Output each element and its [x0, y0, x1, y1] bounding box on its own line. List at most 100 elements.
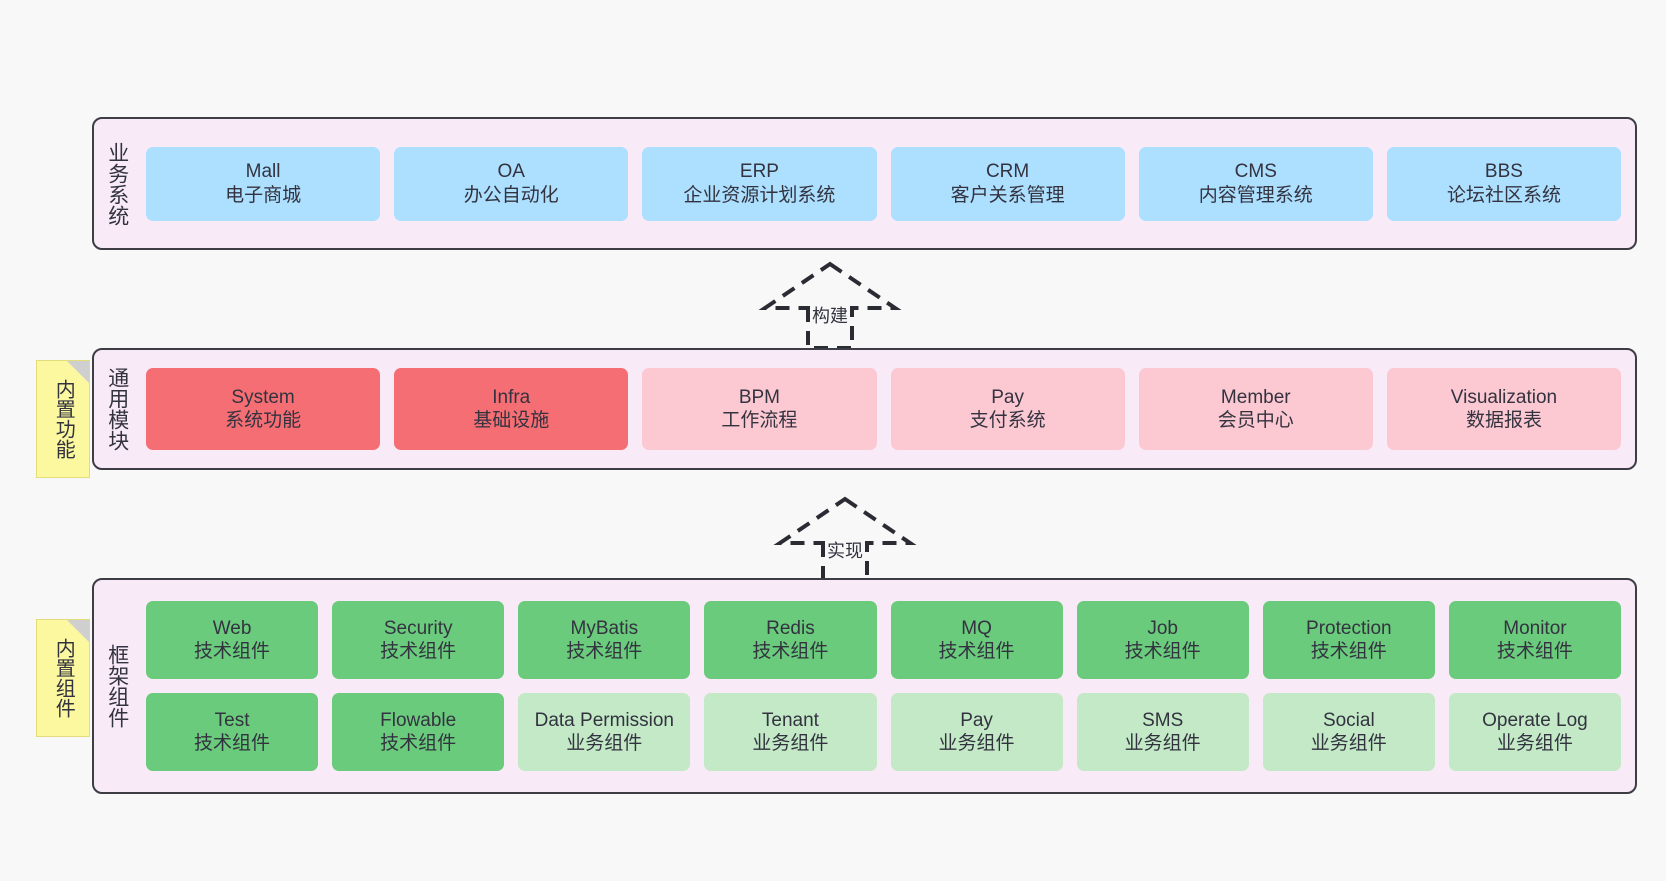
card-title: CRM — [985, 161, 1030, 183]
arrow-build: 构建 — [755, 258, 905, 350]
card-subtitle: 业务组件 — [1310, 733, 1387, 754]
card-subtitle: 电子商城 — [225, 184, 302, 206]
card-social[interactable]: Social 业务组件 — [1262, 693, 1435, 771]
card-oa[interactable]: OA 办公自动化 — [394, 146, 629, 221]
note-builtin-components: 内置组件 — [36, 619, 90, 737]
card-bpm[interactable]: BPM 工作流程 — [642, 368, 877, 450]
card-subtitle: 技术组件 — [380, 641, 457, 662]
card-title: Job — [1147, 617, 1178, 639]
card-title: Operate Log — [1482, 709, 1588, 731]
card-subtitle: 数据报表 — [1465, 410, 1542, 431]
card-title: Tenant — [761, 709, 819, 731]
card-title: Redis — [766, 617, 815, 639]
card-title: Pay — [991, 386, 1024, 408]
card-visualization[interactable]: Visualization 数据报表 — [1386, 368, 1622, 450]
card-title: MQ — [961, 617, 992, 639]
note-fold-icon — [67, 620, 89, 642]
note-label: 内置组件 — [52, 638, 75, 718]
card-subtitle: 企业资源计划系统 — [683, 184, 836, 206]
card-title: Member — [1220, 386, 1291, 408]
layer-body-framework-component: Web 技术组件 Security 技术组件 MyBatis 技术组件 Redi… — [140, 580, 1635, 792]
card-pay-business[interactable]: Pay 业务组件 — [890, 693, 1063, 771]
card-pay[interactable]: Pay 支付系统 — [890, 368, 1125, 450]
card-subtitle: 业务组件 — [938, 733, 1015, 754]
card-title: System — [231, 386, 295, 408]
card-subtitle: 工作流程 — [721, 410, 798, 431]
layer-title-common-module: 通用模块 — [105, 367, 129, 451]
card-redis[interactable]: Redis 技术组件 — [704, 601, 877, 679]
card-subtitle: 技术组件 — [566, 641, 643, 662]
layer-body-business-system: Mall 电子商城 OA 办公自动化 ERP 企业资源计划系统 CRM 客户关系… — [140, 119, 1635, 248]
card-subtitle: 业务组件 — [566, 733, 643, 754]
card-title: Test — [214, 709, 250, 731]
arrow-build-label: 构建 — [810, 302, 850, 328]
card-crm[interactable]: CRM 客户关系管理 — [890, 146, 1125, 221]
card-title: Visualization — [1450, 386, 1558, 408]
card-title: Flowable — [380, 709, 457, 731]
card-subtitle: 支付系统 — [969, 410, 1046, 431]
card-infra[interactable]: Infra 基础设施 — [394, 368, 629, 450]
card-test[interactable]: Test 技术组件 — [146, 693, 319, 771]
card-subtitle: 客户关系管理 — [950, 184, 1065, 206]
note-label: 内置功能 — [52, 379, 75, 459]
card-title: ERP — [739, 161, 779, 183]
layer-title-business-system: 业务系统 — [105, 141, 129, 226]
card-title: Data Permission — [534, 709, 674, 731]
layer-business-system: 业务系统 Mall 电子商城 OA 办公自动化 ERP 企业资源计划系统 CRM… — [92, 117, 1637, 250]
layer-framework-component: 框架组件 Web 技术组件 Security 技术组件 MyBatis 技术组件… — [92, 578, 1637, 794]
card-job[interactable]: Job 技术组件 — [1076, 601, 1249, 679]
card-mq[interactable]: MQ 技术组件 — [890, 601, 1063, 679]
card-title: Infra — [492, 386, 531, 408]
card-title: CMS — [1234, 161, 1277, 183]
card-title: Monitor — [1503, 617, 1567, 639]
card-subtitle: 技术组件 — [752, 641, 829, 662]
card-title: MyBatis — [570, 617, 639, 639]
card-subtitle: 内容管理系统 — [1198, 184, 1313, 206]
note-fold-icon — [67, 361, 89, 383]
card-tenant[interactable]: Tenant 业务组件 — [704, 693, 877, 771]
layer-body-common-module: System 系统功能 Infra 基础设施 BPM 工作流程 Pay 支付系统… — [140, 350, 1635, 468]
card-subtitle: 技术组件 — [194, 733, 271, 754]
card-title: BBS — [1484, 161, 1523, 183]
card-mall[interactable]: Mall 电子商城 — [146, 146, 381, 221]
card-subtitle: 技术组件 — [938, 641, 1015, 662]
card-protection[interactable]: Protection 技术组件 — [1262, 601, 1435, 679]
arrow-implement: 实现 — [770, 493, 920, 585]
card-subtitle: 业务组件 — [1496, 733, 1573, 754]
card-data-permission[interactable]: Data Permission 业务组件 — [518, 693, 691, 771]
card-title: BPM — [738, 386, 781, 408]
card-subtitle: 技术组件 — [1310, 641, 1387, 662]
card-subtitle: 基础设施 — [473, 410, 550, 431]
card-erp[interactable]: ERP 企业资源计划系统 — [642, 146, 877, 221]
card-security[interactable]: Security 技术组件 — [332, 601, 505, 679]
card-subtitle: 技术组件 — [1124, 641, 1201, 662]
layer-common-module: 通用模块 System 系统功能 Infra 基础设施 BPM 工作流程 Pay… — [92, 348, 1637, 470]
card-web[interactable]: Web 技术组件 — [146, 601, 319, 679]
card-monitor[interactable]: Monitor 技术组件 — [1448, 601, 1621, 679]
card-title: Security — [383, 617, 453, 639]
layer-title-framework-component: 框架组件 — [105, 644, 129, 728]
card-row: Web 技术组件 Security 技术组件 MyBatis 技术组件 Redi… — [146, 601, 1621, 679]
card-system[interactable]: System 系统功能 — [146, 368, 381, 450]
card-title: Protection — [1306, 617, 1392, 639]
arrow-implement-label: 实现 — [825, 537, 865, 563]
card-bbs[interactable]: BBS 论坛社区系统 — [1386, 146, 1622, 221]
card-subtitle: 技术组件 — [194, 641, 271, 662]
card-row: Test 技术组件 Flowable 技术组件 Data Permission … — [146, 693, 1621, 771]
card-title: OA — [497, 161, 525, 183]
card-cms[interactable]: CMS 内容管理系统 — [1138, 146, 1373, 221]
card-member[interactable]: Member 会员中心 — [1138, 368, 1373, 450]
card-subtitle: 系统功能 — [225, 410, 302, 431]
card-title: SMS — [1142, 709, 1184, 731]
card-subtitle: 会员中心 — [1217, 410, 1294, 431]
card-subtitle: 业务组件 — [752, 733, 829, 754]
card-subtitle: 技术组件 — [1496, 641, 1573, 662]
card-operate-log[interactable]: Operate Log 业务组件 — [1448, 693, 1621, 771]
card-sms[interactable]: SMS 业务组件 — [1076, 693, 1249, 771]
card-title: Mall — [245, 161, 281, 183]
card-mybatis[interactable]: MyBatis 技术组件 — [518, 601, 691, 679]
card-flowable[interactable]: Flowable 技术组件 — [332, 693, 505, 771]
card-subtitle: 办公自动化 — [463, 184, 559, 206]
card-title: Social — [1322, 709, 1375, 731]
